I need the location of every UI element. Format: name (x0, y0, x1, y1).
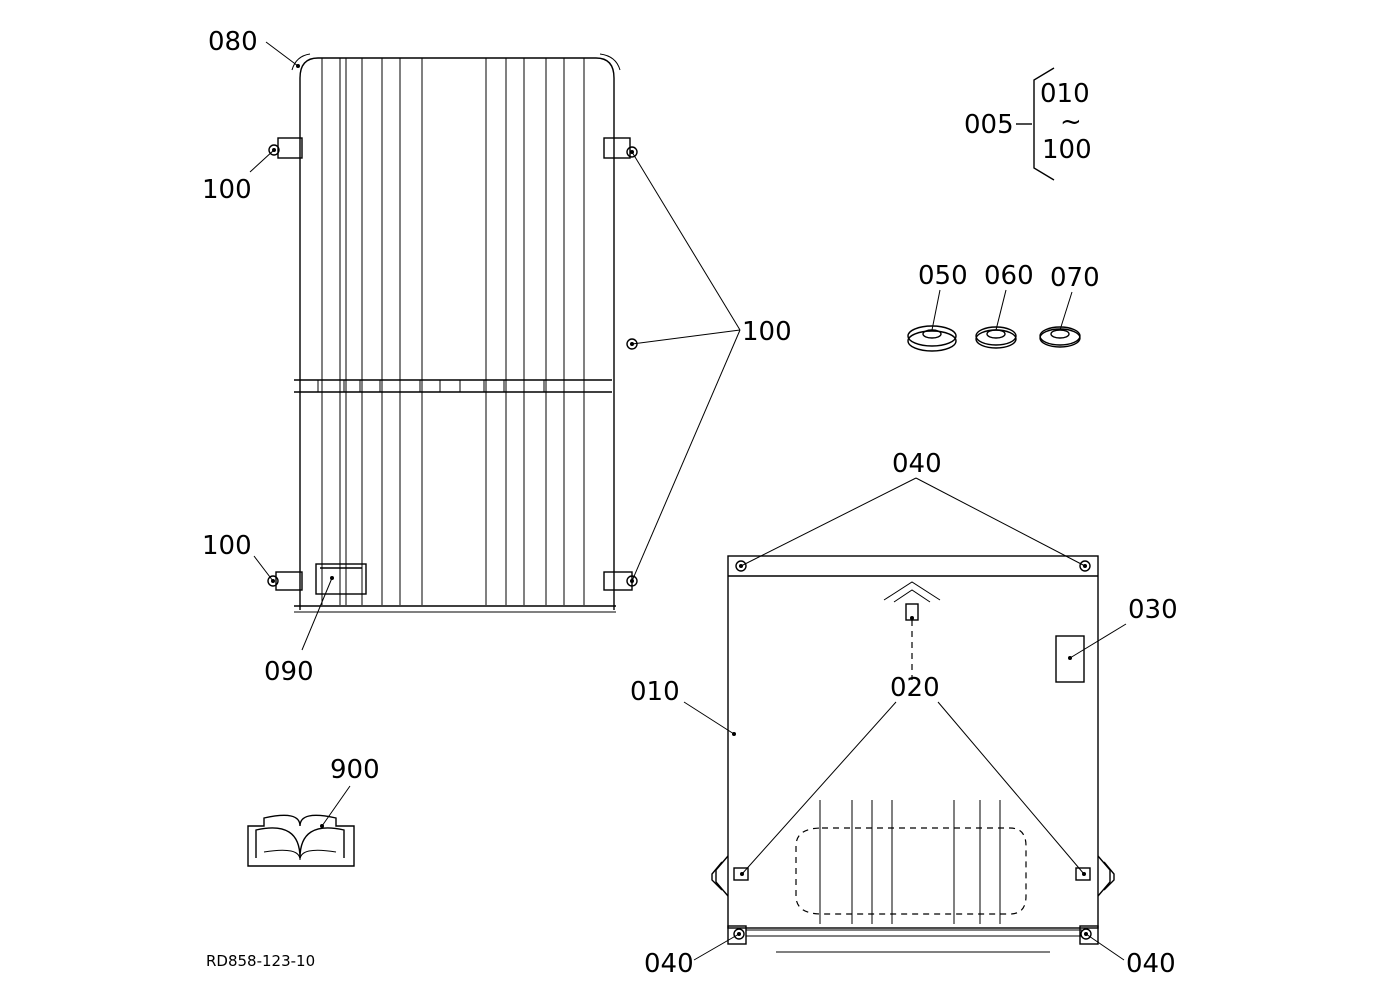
label-100-bottom-left: 100 (202, 531, 252, 561)
panel-drawing (711, 555, 1115, 953)
label-070: 070 (1050, 263, 1100, 293)
label-010: 010 (630, 677, 680, 707)
assembly-range-bracket (1016, 67, 1055, 181)
radiator-frame-drawing (267, 53, 638, 613)
label-060: 060 (984, 261, 1034, 291)
label-080: 080 (208, 27, 258, 57)
label-900: 900 (330, 755, 380, 785)
label-050: 050 (918, 261, 968, 291)
label-100-top-left: 100 (202, 175, 252, 205)
label-010-range: 010 (1040, 79, 1090, 109)
frame-leader-lines (249, 41, 741, 651)
manual-book-icon (247, 785, 355, 867)
drawing-reference-number: RD858-123-10 (206, 952, 315, 970)
label-040-bottom-right: 040 (1126, 949, 1176, 979)
label-030: 030 (1128, 595, 1178, 625)
panel-leader-lines (683, 477, 1127, 961)
label-005: 005 (964, 110, 1014, 140)
label-range-tilde: ~ (1060, 107, 1082, 137)
label-040-top: 040 (892, 449, 942, 479)
label-100-range: 100 (1042, 135, 1092, 165)
washers (907, 289, 1081, 352)
label-090: 090 (264, 657, 314, 687)
label-040-bottom-left: 040 (644, 949, 694, 979)
label-020: 020 (890, 673, 940, 703)
label-100-right: 100 (742, 317, 792, 347)
